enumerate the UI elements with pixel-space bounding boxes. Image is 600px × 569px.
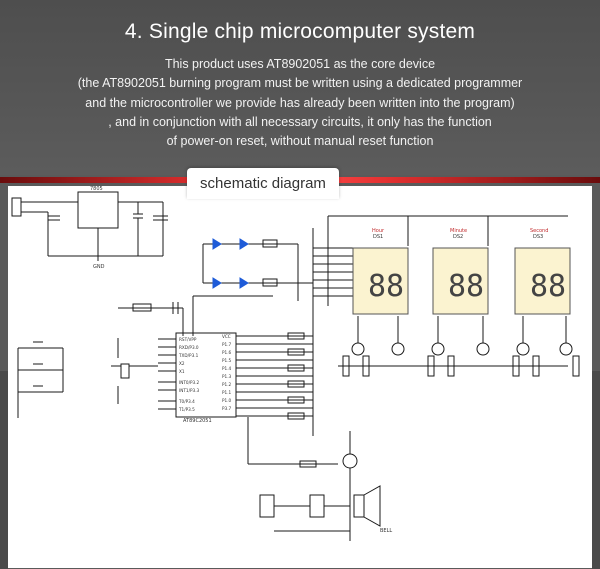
svg-text:P1.0: P1.0 <box>222 398 232 403</box>
svg-text:X1: X1 <box>179 369 185 374</box>
svg-text:P1.2: P1.2 <box>222 382 232 387</box>
svg-text:P1.5: P1.5 <box>222 358 232 363</box>
svg-text:RXD/P3.0: RXD/P3.0 <box>179 345 199 350</box>
svg-text:P1.3: P1.3 <box>222 374 232 379</box>
display-ds1: 88 <box>352 247 409 315</box>
svg-text:RST/VPP: RST/VPP <box>179 337 197 342</box>
display-ds3: 88 <box>514 247 571 315</box>
mcu-chip <box>175 332 237 418</box>
svg-text:88: 88 <box>448 269 484 304</box>
display-ref-1: DS1 <box>373 234 383 240</box>
svg-text:T0/P3.4: T0/P3.4 <box>178 399 195 404</box>
description-line-3: and the microcontroller we provide has a… <box>85 96 515 110</box>
right-edge <box>592 371 600 569</box>
mcu-pin-labels-left: RST/VPP RXD/P3.0 TXD/P3.1 X2 X1 INT0/P3.… <box>178 337 200 412</box>
svg-text:88: 88 <box>530 269 566 304</box>
description-line-1: This product uses AT8902051 as the core … <box>164 57 436 71</box>
buzzer-label: BELL <box>380 528 392 534</box>
svg-text:INT1/P3.3: INT1/P3.3 <box>179 388 200 393</box>
svg-text:T1/P3.5: T1/P3.5 <box>178 407 195 412</box>
schematic-drawing: 88 88 88 7805 GND AT89C2051 Hour Minute … <box>11 186 580 541</box>
display-ref-3: DS3 <box>533 234 543 240</box>
page-title: 4. Single chip microcomputer system <box>124 20 476 43</box>
svg-text:X2: X2 <box>179 361 185 366</box>
schematic-tab: schematic diagram <box>187 168 339 199</box>
description-line-2: (the AT8902051 burning program must be w… <box>77 76 523 90</box>
mcu-pin-labels-right: VCC P1.7 P1.6 P1.5 P1.4 P1.3 P1.2 P1.1 P… <box>222 334 232 411</box>
svg-text:VCC: VCC <box>222 334 231 339</box>
description-line-4: , and in conjunction with all necessary … <box>108 115 492 129</box>
svg-text:INT0/P3.2: INT0/P3.2 <box>179 380 200 385</box>
gnd-label: GND <box>93 264 105 270</box>
left-edge <box>0 371 8 569</box>
svg-text:P1.7: P1.7 <box>222 342 232 347</box>
description-line-5: of power-on reset, without manual reset … <box>166 134 434 148</box>
display-ref-2: DS2 <box>453 234 463 240</box>
display-name-1: Hour <box>372 228 385 234</box>
svg-text:P3.7: P3.7 <box>222 406 232 411</box>
display-ds2: 88 <box>432 247 489 315</box>
svg-text:88: 88 <box>368 269 404 304</box>
regulator-label: 7805 <box>90 186 103 192</box>
buzzer-module <box>259 494 275 518</box>
chip-label: AT89C2051 <box>183 418 212 424</box>
header-panel: 4. Single chip microcomputer system This… <box>0 0 600 175</box>
svg-text:P1.6: P1.6 <box>222 350 232 355</box>
display-name-2: Minute <box>450 228 467 234</box>
schematic-panel: 88 88 88 7805 GND AT89C2051 Hour Minute … <box>8 186 592 568</box>
regulator-7805 <box>77 191 119 229</box>
svg-text:P1.1: P1.1 <box>222 390 232 395</box>
svg-text:TXD/P3.1: TXD/P3.1 <box>178 353 199 358</box>
svg-text:P1.4: P1.4 <box>222 366 232 371</box>
power-jack <box>11 197 22 217</box>
display-name-3: Second <box>530 228 548 234</box>
